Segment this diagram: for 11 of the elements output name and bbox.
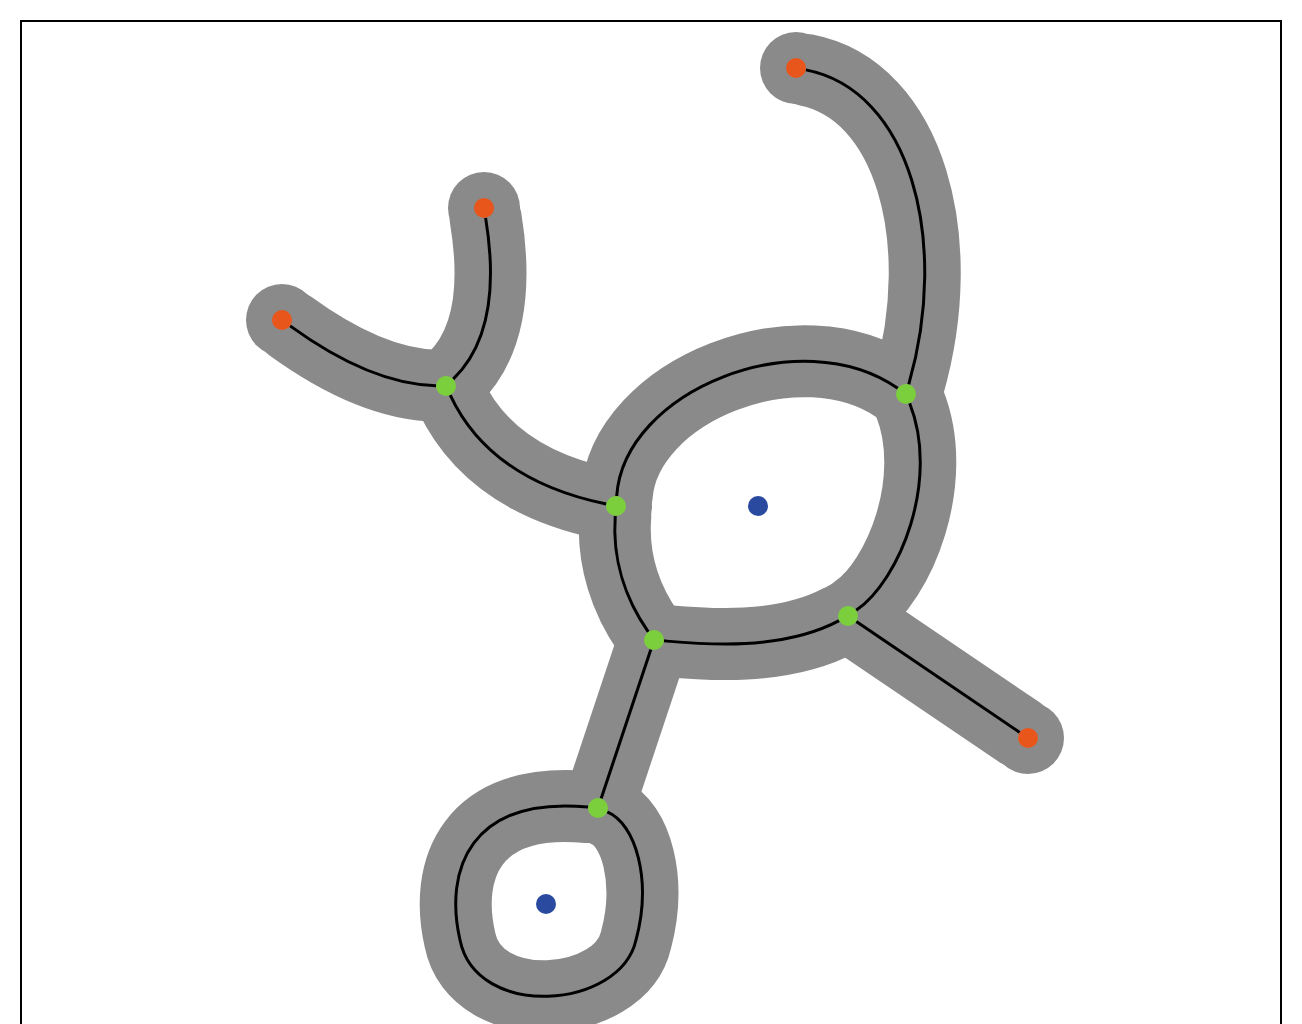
skeleton-line bbox=[448, 394, 607, 506]
skeleton-line bbox=[855, 402, 922, 612]
skeleton-line bbox=[454, 804, 644, 998]
skeleton-line bbox=[615, 360, 899, 497]
skeleton-line bbox=[663, 619, 840, 646]
skeleton-line bbox=[452, 217, 492, 381]
skeleton-line bbox=[855, 620, 1021, 734]
skeleton-line bbox=[613, 515, 650, 633]
skeleton-line bbox=[289, 324, 437, 388]
skeleton-line bbox=[599, 649, 653, 799]
skeleton-line bbox=[805, 68, 927, 385]
